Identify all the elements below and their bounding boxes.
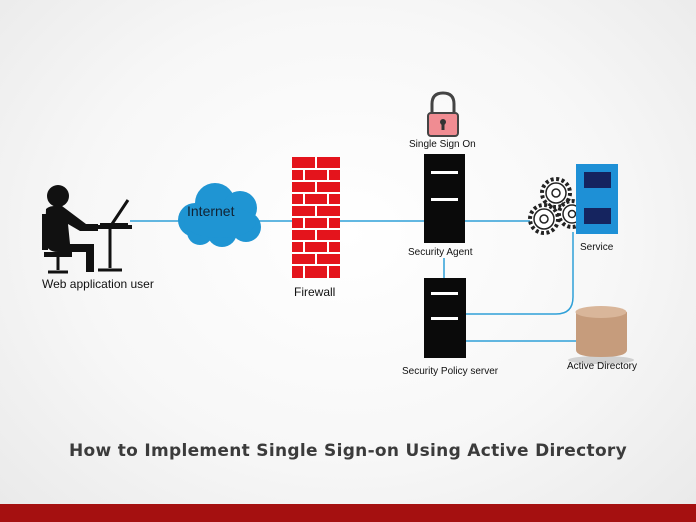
policy-server-label: Security Policy server [402, 366, 499, 377]
active-directory-label: Active Directory [567, 361, 638, 372]
cloud-icon [178, 183, 261, 247]
page-title: How to Implement Single Sign-on Using Ac… [69, 441, 627, 461]
brick-wall-icon [292, 157, 340, 278]
padlock-icon [427, 91, 459, 137]
line-policy-service [466, 232, 574, 315]
user-at-computer-icon [42, 185, 132, 274]
internet-label: Internet [187, 203, 235, 219]
connection-lines [130, 220, 580, 342]
service-label: Service [580, 242, 614, 253]
server-icon [424, 154, 465, 243]
web-user-label: Web application user [42, 277, 154, 291]
security-agent-label: Security Agent [408, 247, 473, 258]
policy-server-icon [424, 278, 466, 358]
firewall-label: Firewall [294, 285, 336, 299]
database-icon [568, 306, 634, 364]
footer-bar [0, 504, 696, 522]
service-icon [576, 164, 618, 234]
sso-label: Single Sign On [409, 139, 476, 150]
